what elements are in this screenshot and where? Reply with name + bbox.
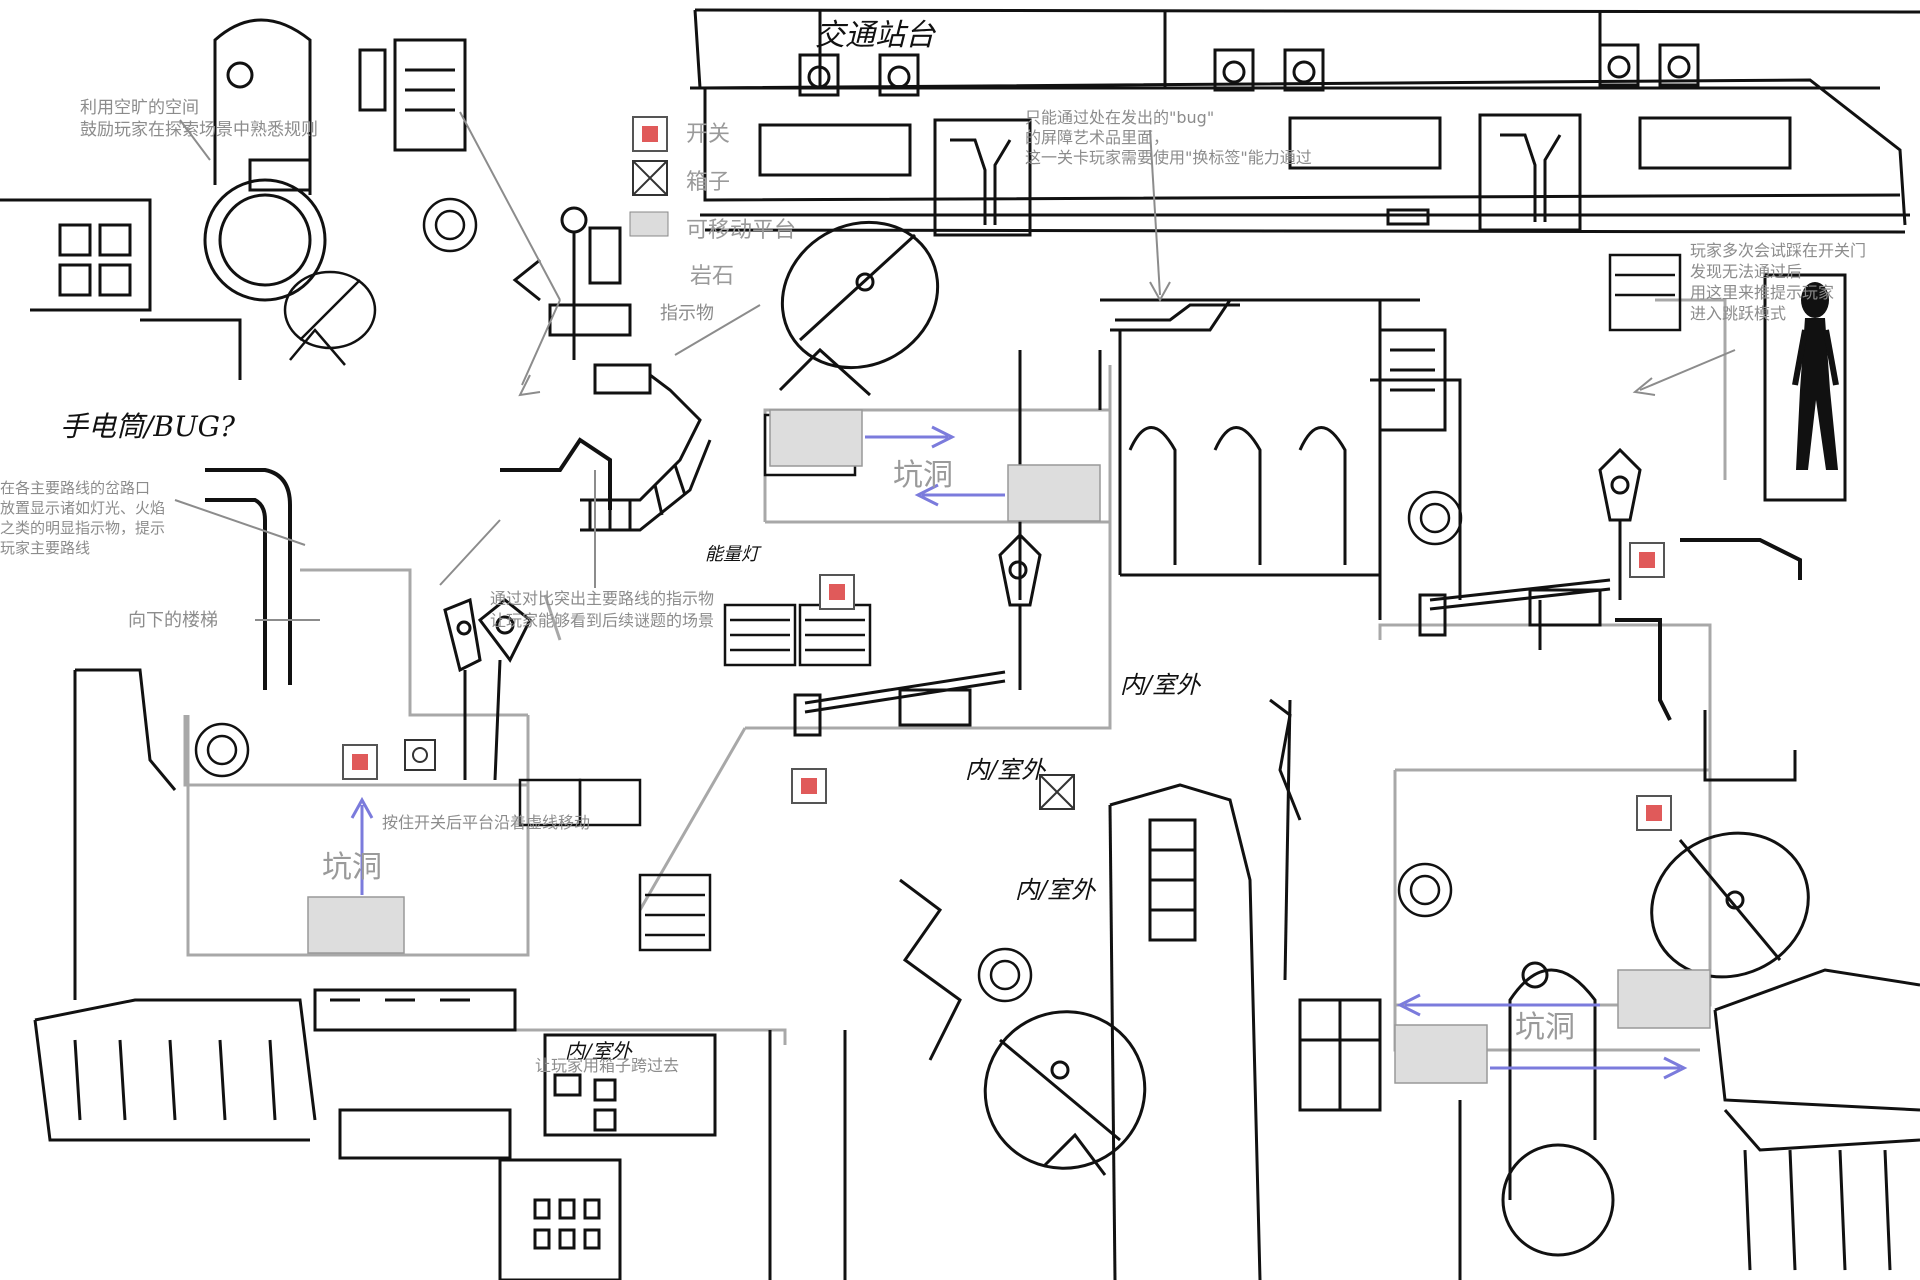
note-switch-platform: 按住开关后平台沿着虚线移动	[382, 813, 591, 832]
station-title: 交通站台	[815, 18, 935, 53]
platforms	[307, 409, 1711, 1084]
switches	[342, 542, 1672, 831]
figure-silhouette	[1763, 273, 1847, 502]
note-stairs-down: 向下的楼梯	[128, 610, 218, 631]
legend-platform-label: 可移动平台	[686, 218, 797, 243]
leader-lines	[174, 111, 1736, 621]
train-station	[690, 8, 1920, 237]
note-multi-switch: 玩家多次会试踩在开关门 发现无法通过后 用这里来推提示玩家 进入跳跃模式	[1690, 241, 1867, 323]
moving-platform	[307, 896, 405, 954]
switch	[791, 768, 827, 804]
boxes	[404, 739, 1075, 810]
switch	[1629, 542, 1665, 578]
switch	[819, 574, 855, 610]
note-bug-gate: 只能通过处在发出的"bug" 的屏障艺术品里面， 这一关卡玩家需要使用"换标签"…	[1025, 108, 1312, 167]
moving-platform	[769, 409, 863, 467]
outdoor-label-2: 内/室外	[965, 756, 1046, 784]
outdoor-label-3: 内/室外	[1015, 876, 1096, 904]
outdoor-label-1: 内/室外	[1120, 671, 1201, 699]
bottom-right-tank	[1501, 710, 1920, 1271]
fence	[580, 373, 712, 532]
legend-rock-label: 岩石	[690, 264, 735, 289]
moving-platform	[1617, 969, 1711, 1029]
signal-lights	[443, 447, 1642, 781]
legend	[629, 116, 669, 237]
pipes	[205, 437, 1802, 721]
moving-platform	[1007, 464, 1101, 522]
pit-label: 坑洞	[893, 458, 953, 493]
legend-switch-label: 开关	[686, 122, 731, 147]
barrier-gates	[793, 578, 1611, 737]
legend-indicator-label: 指示物	[660, 303, 714, 324]
legend-switch-icon	[632, 116, 668, 152]
pit-label: 坑洞	[322, 850, 382, 885]
legend-platform-icon	[629, 211, 669, 237]
flashlight-label: 手电筒/BUG?	[60, 410, 235, 443]
moving-platform	[1394, 1024, 1488, 1084]
satellite-dish-bottom	[983, 831, 1810, 1176]
switch	[342, 744, 378, 780]
route-outline	[183, 298, 1727, 1052]
note-main-route: 在各主要路线的岔路口 放置显示诸如灯光、火焰 之类的明显指示物，提示 玩家主要路…	[0, 479, 166, 557]
satellite-dish-center	[778, 220, 940, 397]
legend-box-label: 箱子	[686, 170, 731, 195]
note-open-space: 利用空旷的空间 鼓励玩家在探索场景中熟悉规则	[80, 98, 318, 140]
bottom-left-building	[33, 668, 517, 1160]
tank-tower	[0, 18, 467, 380]
switch	[1636, 795, 1672, 831]
lamp-label: 能量灯	[705, 544, 759, 565]
bottom-center-building	[498, 698, 1462, 1280]
satellite-dish-topleft	[283, 270, 377, 366]
outdoor-label-4: 内/室外	[565, 1039, 632, 1063]
signpost	[512, 206, 652, 395]
pit-label: 坑洞	[1515, 1010, 1575, 1045]
note-contrast: 通过对比突出主要路线的指示物 让玩家能够看到后续谜题的场景	[490, 589, 715, 630]
note-push-box: 让玩家用箱子跨过去	[535, 1056, 680, 1075]
platform-arrows	[350, 425, 1688, 1080]
